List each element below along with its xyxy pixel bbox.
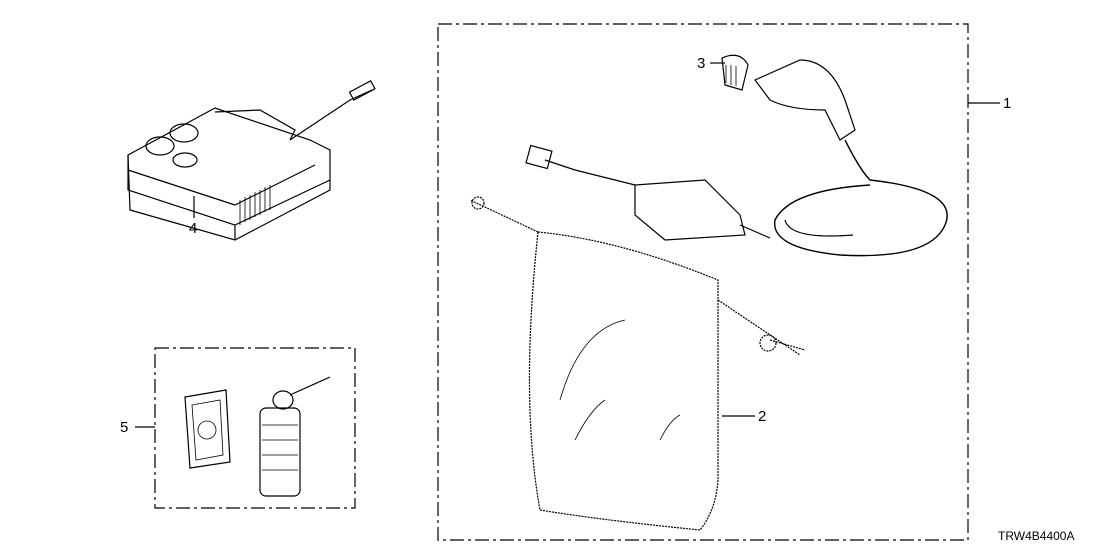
connector-cap-drawing — [721, 54, 749, 91]
sealant-kit-drawing — [184, 376, 331, 497]
storage-bag-drawing — [469, 196, 806, 531]
callout-2: 2 — [758, 408, 767, 425]
callout-4: 4 — [189, 220, 198, 237]
charging-cable-drawing — [525, 59, 948, 257]
callout-3: 3 — [697, 55, 706, 72]
group-box-charging-kit — [437, 23, 969, 541]
tire-compressor-drawing — [127, 80, 376, 241]
group-box-repair-kit — [154, 347, 356, 509]
diagram-code: TRW4B4400A — [998, 529, 1075, 543]
callout-5: 5 — [120, 419, 129, 436]
callout-1: 1 — [1003, 95, 1012, 112]
